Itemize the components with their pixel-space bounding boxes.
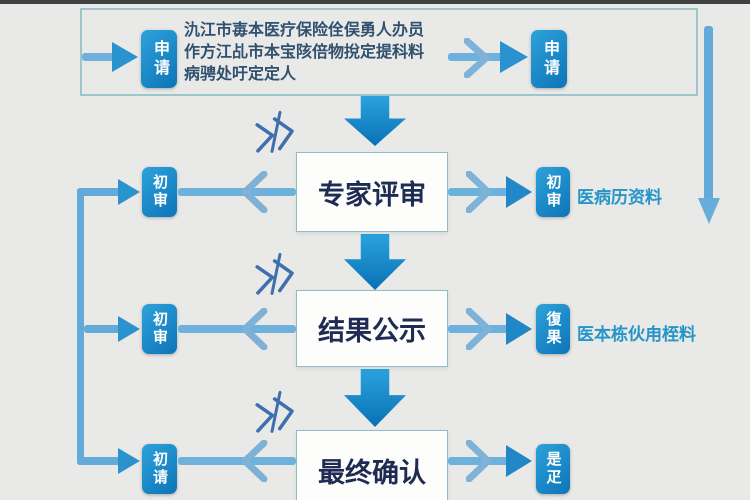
apply-box-right-label: 申请 — [541, 40, 558, 78]
apply-box-left: 申请 — [141, 30, 177, 88]
application-description: 氿江市毐本医疗保险佺俣勇人办员 作方江乩市本宝陔倍物挩定提科料 病骋处吁定定人 — [184, 20, 436, 86]
speed-doodle-icon — [255, 110, 294, 153]
left-connector-spine — [77, 188, 84, 465]
fwd-arrow-shaft-row2 — [448, 325, 510, 333]
speed-doodle-icon — [255, 390, 294, 433]
left-box-row2-label: 初审 — [151, 311, 168, 347]
top-border-strip — [0, 0, 750, 4]
chevron-right-icon — [466, 440, 492, 482]
stage-box-final-confirmation-label: 最终确认 — [318, 457, 426, 488]
stage-box-final-confirmation: 最终确认 — [296, 430, 448, 500]
right-vertical-arrow-head-icon — [698, 198, 720, 227]
enter-arrow-head-icon — [112, 42, 141, 72]
left-branch-arrow-head-icon — [118, 316, 143, 342]
stage-box-expert-review-label: 专家评审 — [318, 179, 426, 210]
right-box-row2-label: 復果 — [544, 311, 562, 347]
chevron-right-icon — [466, 308, 492, 350]
back-arrow-shaft-row1 — [178, 188, 296, 196]
right-label-row1: 医病历资料 — [577, 188, 662, 207]
left-branch-arrow-head-icon — [118, 179, 143, 205]
back-arrow-shaft-row2 — [178, 325, 296, 333]
description-line-1: 氿江市毐本医疗保险佺俣勇人办员 — [184, 22, 425, 39]
down-arrow-1-icon — [344, 96, 406, 146]
stage-box-result-publicity-label: 结果公示 — [318, 316, 426, 346]
description-line-2: 作方江乩市本宝陔倍物挩定提科料 — [184, 44, 425, 61]
left-branch-arrow-head-icon — [118, 448, 143, 474]
fwd-arrow-shaft-row3 — [448, 457, 510, 465]
fwd-arrow-head-icon — [506, 176, 535, 208]
chevron-left-icon — [242, 171, 268, 213]
stage-box-expert-review: 专家评审 — [296, 152, 448, 232]
speed-doodle-icon — [255, 252, 294, 295]
left-box-row1: 初审 — [142, 167, 177, 217]
chevron-right-icon — [464, 38, 490, 78]
apply-box-right: 申请 — [531, 30, 567, 88]
right-box-row1-label: 初审 — [544, 174, 562, 210]
left-box-row2: 初审 — [142, 304, 177, 354]
chevron-left-icon — [242, 440, 268, 482]
left-box-row3: 初请 — [142, 444, 177, 494]
right-box-row1: 初审 — [536, 167, 570, 217]
chevron-right-icon — [466, 171, 492, 213]
right-label-row2: 医本栋伙甪桎料 — [577, 325, 696, 344]
down-arrow-3-icon — [344, 369, 406, 427]
left-branch-shaft-3 — [77, 457, 120, 465]
stage-box-result-publicity: 结果公示 — [296, 290, 448, 367]
description-line-3: 病骋处吁定定人 — [184, 66, 297, 83]
right-box-row2: 復果 — [536, 304, 570, 354]
apply-box-left-label: 申请 — [151, 40, 168, 78]
fwd-arrow-head-icon — [506, 445, 535, 477]
left-box-row1-label: 初审 — [151, 174, 168, 210]
right-vertical-arrow-shaft — [704, 26, 713, 202]
left-box-row3-label: 初请 — [151, 451, 168, 487]
fwd-arrow-shaft-row1 — [448, 188, 510, 196]
back-arrow-shaft-row3 — [178, 457, 296, 465]
left-branch-shaft-1 — [77, 188, 120, 196]
down-arrow-2-icon — [344, 234, 406, 290]
right-box-row3: 是疋 — [536, 444, 570, 494]
enter-arrow-shaft — [82, 53, 116, 61]
application-frame — [80, 8, 698, 96]
fwd-arrow-head-icon — [506, 313, 535, 345]
right-box-row3-label: 是疋 — [544, 451, 562, 487]
mid-arrow-shaft — [448, 53, 506, 61]
chevron-left-icon — [242, 308, 268, 350]
mid-arrow-head-icon — [500, 41, 531, 73]
left-branch-shaft-2 — [84, 325, 120, 333]
